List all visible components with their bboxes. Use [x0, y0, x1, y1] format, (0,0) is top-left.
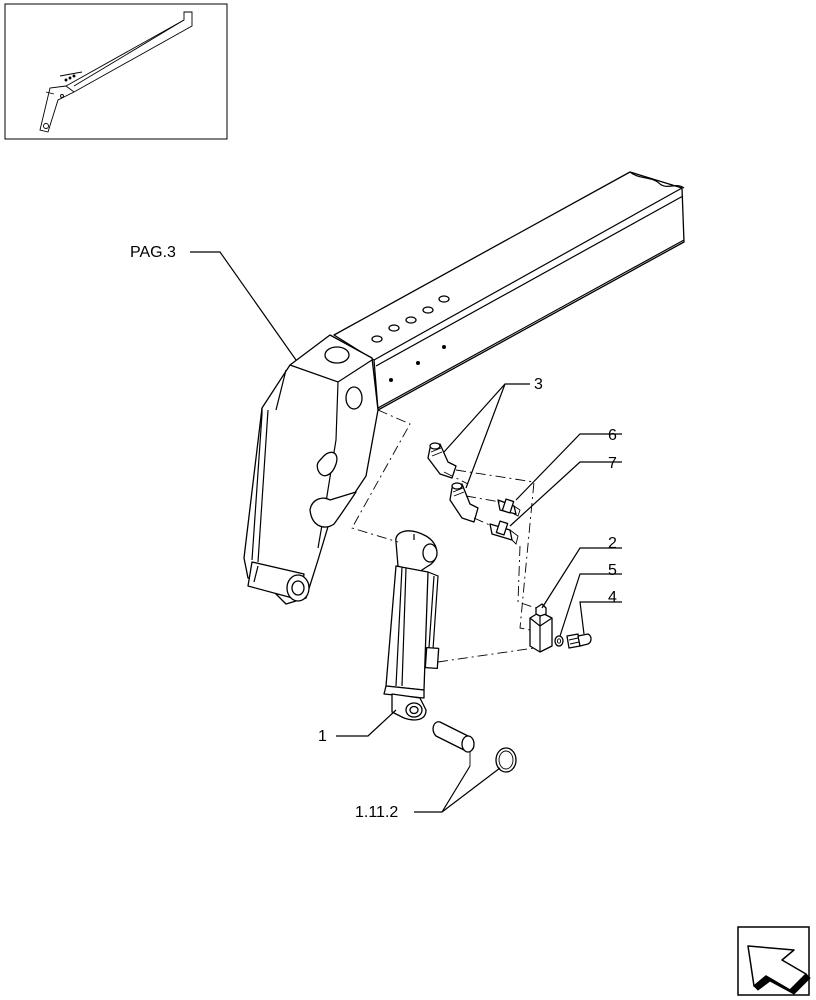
valve-block[interactable]	[529, 603, 553, 653]
navigation-arrow-icon[interactable]	[737, 926, 811, 996]
callout-2[interactable]: 2	[608, 535, 617, 552]
overview-thumbnail[interactable]	[4, 3, 228, 140]
pivot-pin[interactable]	[432, 721, 475, 766]
callout-1-11-2[interactable]: 1.11.2	[355, 804, 398, 821]
elbow-fitting-upper[interactable]	[427, 442, 457, 479]
callout-5[interactable]: 5	[608, 562, 617, 579]
elbow-fitting-lower[interactable]	[449, 482, 479, 523]
leader-lines	[190, 251, 622, 813]
straight-fitting-upper[interactable]	[497, 498, 521, 517]
callout-3[interactable]: 3	[534, 376, 543, 393]
boom-arm	[243, 171, 685, 605]
callout-pag3[interactable]: PAG.3	[130, 244, 176, 261]
callout-labels: PAG.3 3 6 7 2 5 4 1 1.11.2	[130, 244, 617, 821]
callout-7[interactable]: 7	[608, 455, 617, 472]
hydraulic-cylinder[interactable]	[383, 530, 440, 721]
adjustment-holes	[371, 295, 450, 382]
straight-fitting-lower[interactable]	[489, 520, 519, 545]
assembly-lines	[351, 409, 537, 663]
callout-4[interactable]: 4	[608, 589, 617, 606]
callout-1[interactable]: 1	[318, 728, 327, 745]
bolt[interactable]	[566, 633, 592, 649]
callout-6[interactable]: 6	[608, 427, 617, 444]
washer[interactable]	[554, 635, 564, 647]
retaining-ring[interactable]	[495, 747, 517, 773]
